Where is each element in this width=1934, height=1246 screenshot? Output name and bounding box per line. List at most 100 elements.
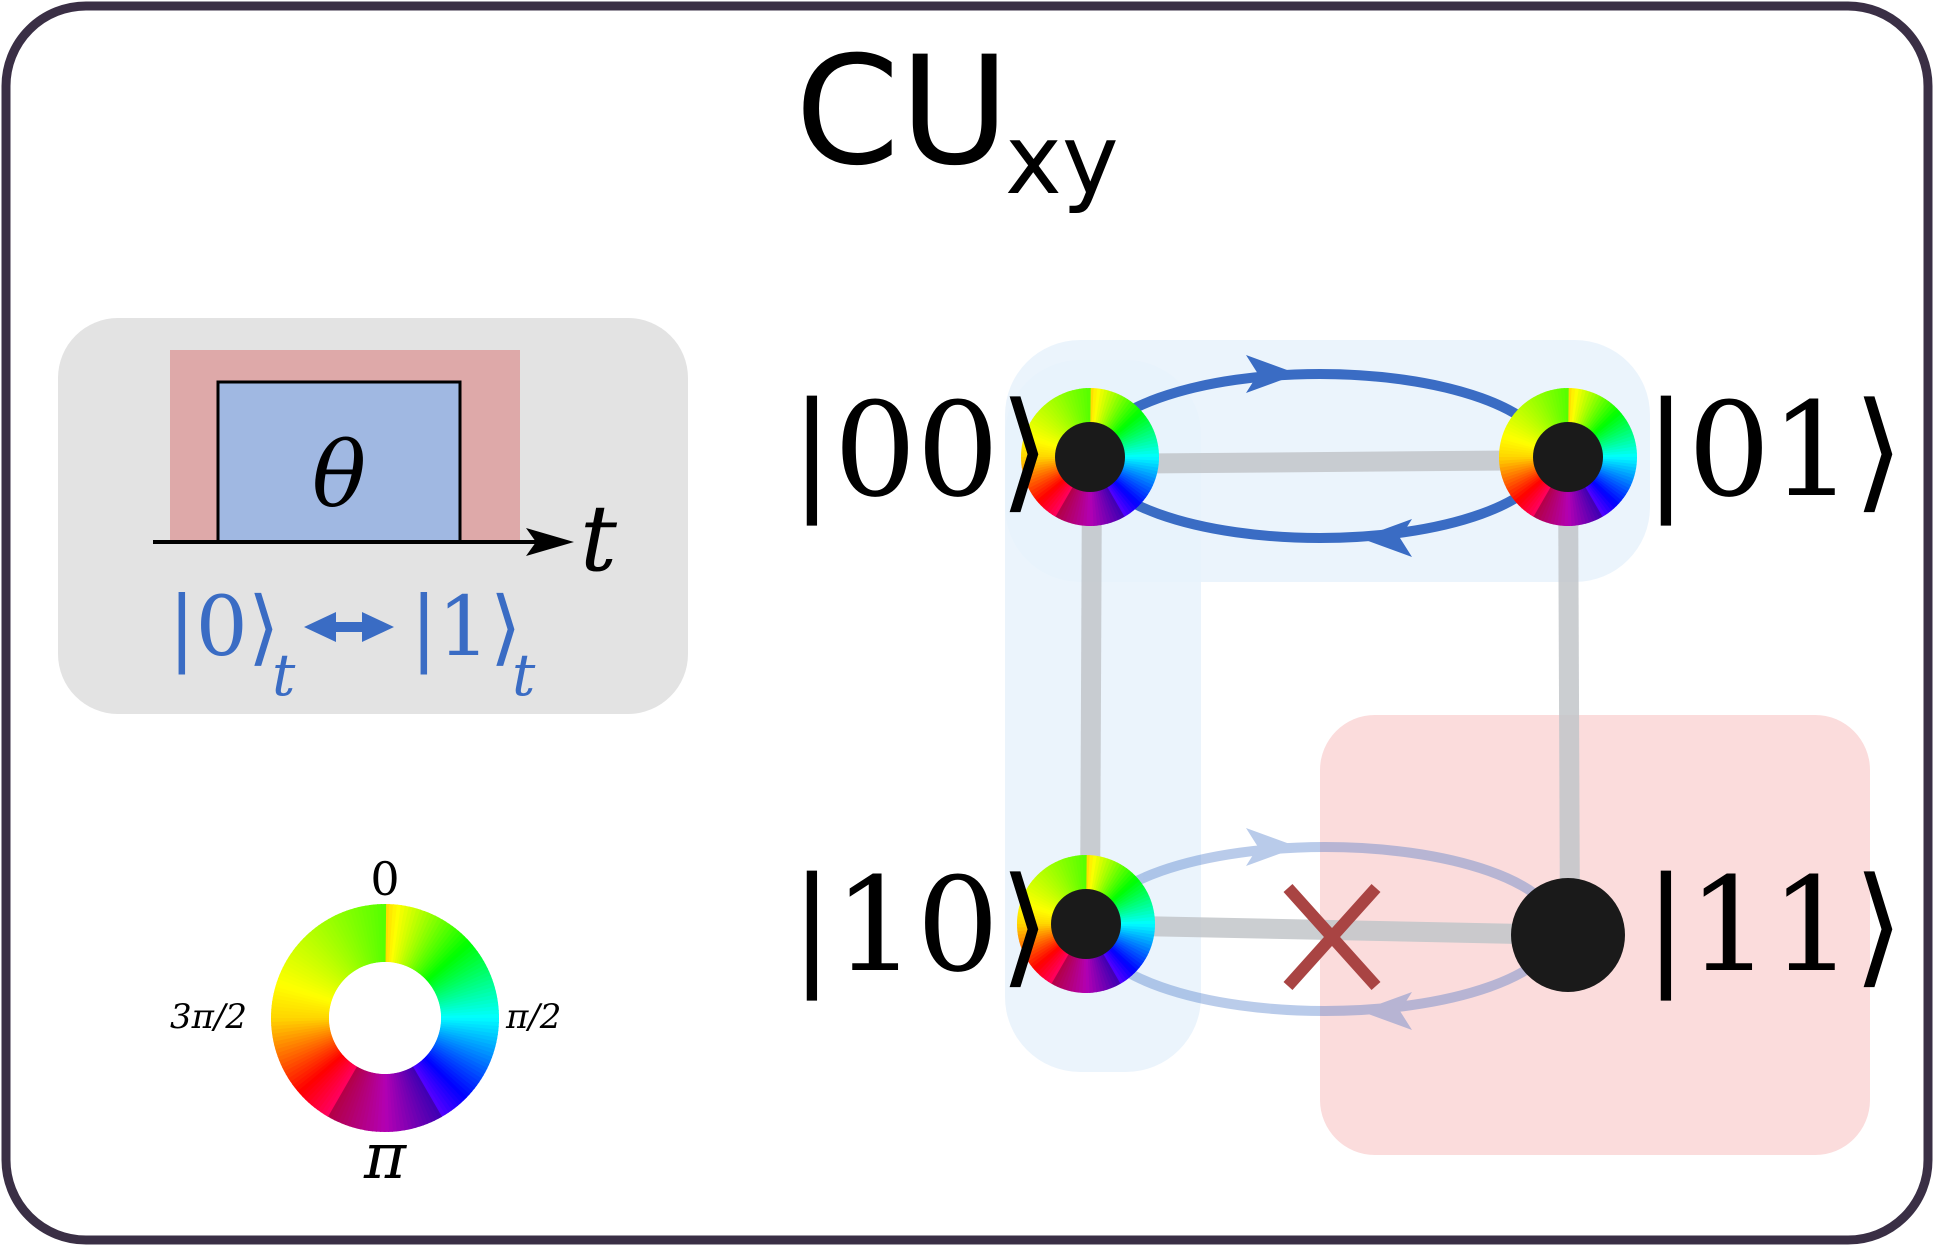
hue-segment — [407, 913, 436, 968]
hue-segment — [1092, 956, 1104, 992]
hue-segment — [1093, 490, 1101, 526]
hue-segment — [1036, 947, 1064, 976]
hue-segment — [1601, 446, 1637, 454]
hue-segment — [1026, 885, 1058, 907]
hue-segment — [1018, 930, 1054, 942]
hue-segment — [439, 990, 497, 1007]
hue-segment — [321, 920, 356, 972]
hue-segment — [1031, 945, 1061, 971]
hue-segment — [1571, 490, 1579, 526]
hue-segment — [1518, 480, 1546, 509]
hue-segment — [1086, 388, 1091, 424]
hue-segment — [346, 909, 369, 966]
hue-segment — [1030, 418, 1062, 440]
hue-segment — [1024, 939, 1057, 959]
hue-segment — [1119, 909, 1155, 920]
state-node-11 — [1511, 878, 1625, 992]
hue-segment — [1029, 943, 1060, 968]
title-main: CU — [795, 25, 1010, 199]
hue-segment — [1097, 955, 1115, 989]
hue-segment — [1549, 489, 1561, 525]
hue-segment — [284, 960, 337, 992]
hue-segment — [1514, 410, 1543, 436]
hue-segment — [1095, 388, 1106, 424]
hue-segment — [1587, 401, 1612, 431]
hue-segment — [1023, 465, 1058, 479]
hue-segment — [1502, 431, 1537, 447]
hue-segment — [1121, 467, 1156, 483]
phase-label-bottom: π — [363, 1120, 407, 1194]
state-node-01 — [1499, 387, 1637, 526]
hue-segment — [278, 1038, 334, 1065]
hue-segment — [282, 1042, 336, 1072]
hue-segment — [1120, 469, 1155, 486]
hue-segment — [290, 950, 341, 987]
state-label-11: |11⟩ — [1644, 849, 1904, 1001]
hue-segment — [419, 928, 460, 976]
hue-segment — [392, 1073, 405, 1132]
hue-segment — [1024, 431, 1059, 447]
hue-segment — [1089, 490, 1094, 526]
hue-segment — [1019, 902, 1054, 916]
hue-segment — [420, 930, 463, 977]
node-core — [1051, 889, 1121, 959]
hue-segment — [1106, 485, 1128, 518]
active-loop-arrow-bottom-icon — [1360, 519, 1412, 557]
hue-segment — [1123, 446, 1159, 454]
hue-segment — [1599, 467, 1634, 483]
hue-segment — [1572, 490, 1583, 526]
hue-segment — [1121, 432, 1156, 447]
hue-segment — [1041, 405, 1068, 433]
hue-segment — [390, 1073, 401, 1132]
hue-segment — [1536, 487, 1555, 521]
hue-segment — [1499, 461, 1535, 472]
time-axis-arrowhead — [526, 528, 574, 556]
hue-segment — [1117, 416, 1149, 439]
hue-segment — [1103, 864, 1125, 896]
hue-segment — [328, 916, 360, 970]
hue-segment — [1048, 484, 1072, 515]
hue-segment — [1107, 870, 1133, 899]
hue-segment — [1123, 442, 1159, 453]
hue-segment — [1599, 432, 1634, 447]
hue-segment — [1526, 484, 1550, 515]
hue-segment — [1118, 906, 1154, 918]
hue-segment — [1601, 453, 1637, 458]
hue-segment — [1590, 405, 1618, 434]
hue-segment — [438, 986, 496, 1005]
hue-segment — [302, 935, 347, 980]
hue-segment — [427, 944, 476, 984]
hue-segment — [1030, 880, 1060, 905]
hue-segment — [365, 904, 378, 963]
hue-segment — [383, 1073, 389, 1132]
hue-segment — [1597, 422, 1630, 442]
hue-segment — [1575, 389, 1587, 425]
hue-segment — [388, 1073, 397, 1132]
hue-segment — [429, 947, 478, 986]
hue-segment — [436, 971, 492, 998]
hue-segment — [369, 904, 380, 963]
hue-segment — [1109, 483, 1134, 514]
hue-segment — [1119, 913, 1155, 921]
hue-segment — [1033, 476, 1064, 501]
hue-segment — [1600, 464, 1636, 476]
hue-segment — [1503, 468, 1537, 486]
hue-segment — [308, 929, 350, 977]
hue-segment — [1038, 407, 1067, 435]
hue-segment — [1048, 863, 1070, 896]
hue-segment — [1117, 895, 1151, 913]
hue-segment — [1557, 388, 1565, 424]
hue-segment — [407, 1068, 435, 1123]
hue-segment — [1584, 485, 1606, 518]
hue-segment — [434, 1042, 488, 1073]
hue-segment — [1586, 399, 1610, 430]
hue-segment — [1120, 425, 1154, 444]
hue-segment — [416, 923, 453, 974]
hue-segment — [1102, 392, 1119, 427]
state-label-10: |10⟩ — [790, 849, 1050, 1001]
hue-segment — [1034, 874, 1063, 902]
hue-segment — [1043, 402, 1069, 432]
hue-segment — [1117, 475, 1148, 499]
hue-segment — [412, 1065, 446, 1118]
hue-segment — [438, 982, 495, 1004]
